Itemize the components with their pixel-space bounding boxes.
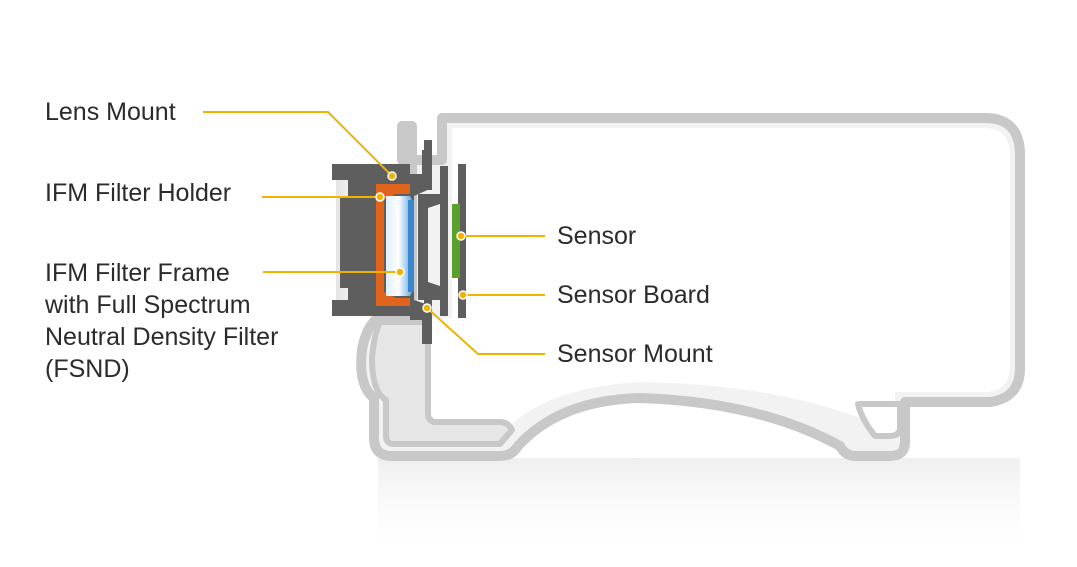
lens-mount-lower-flange [424,286,432,342]
lens-mount-upper-flange [424,140,432,190]
reflection-arch [520,422,870,458]
bottom-bracket [369,319,515,447]
dot-filter-frame [395,267,405,277]
label-sensor-mount: Sensor Mount [557,340,713,368]
leader-sensor-mount [426,307,545,355]
dot-sensor [456,231,466,241]
label-ifm-filter-frame-line1: IFM Filter Frame [45,259,230,287]
dot-filter-holder [375,192,385,202]
floor-reflection [378,458,1020,560]
dot-sensor-mount [422,303,432,313]
sensor-mount-plate [440,166,448,316]
label-ifm-filter-frame-line2: with Full Spectrum [45,291,251,319]
dot-lens-mount [387,171,397,181]
label-sensor: Sensor [557,222,637,250]
leader-dots [375,171,468,313]
dot-sensor-board [458,290,468,300]
leader-lines [203,111,545,355]
sensor [452,204,460,278]
leader-lens-mount [203,111,393,177]
label-ifm-filter-frame-line3: Neutral Density Filter [45,323,279,351]
camera-body-cavity [395,128,1010,436]
label-sensor-board: Sensor Board [557,281,710,309]
sensor-mount [418,194,440,300]
label-ifm-filter-frame-line4: (FSND) [45,355,130,383]
foot-notch [855,401,903,439]
fsnd-filter-edge [408,200,414,292]
label-ifm-filter-holder: IFM Filter Holder [45,179,232,207]
label-lens-mount: Lens Mount [45,98,176,126]
sensor-board [458,164,466,318]
